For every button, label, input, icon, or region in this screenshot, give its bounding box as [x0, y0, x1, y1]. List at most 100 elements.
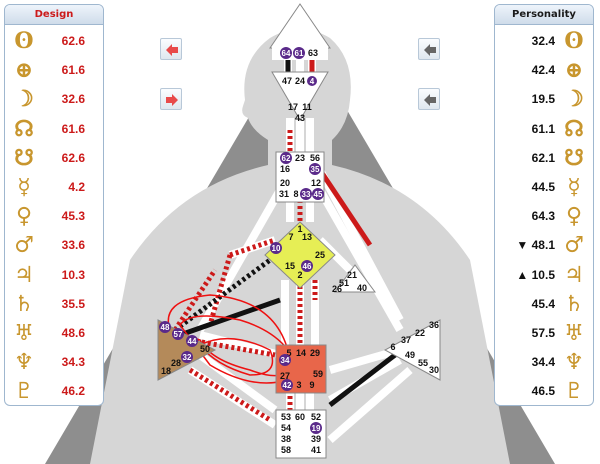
svg-text:11: 11 — [302, 102, 312, 112]
uranus-icon: ♅ — [14, 320, 34, 346]
personality-top-arrow-button[interactable] — [418, 38, 440, 60]
svg-text:27: 27 — [280, 371, 290, 381]
earth-icon: ⊕ — [14, 57, 34, 84]
personality-row-south-node: ☋62.1 — [495, 144, 593, 172]
mercury-icon: ☿ — [567, 174, 581, 200]
earth-icon: ⊕ — [564, 57, 584, 84]
svg-text:42: 42 — [283, 381, 292, 390]
design-value: 45.3 — [61, 209, 85, 224]
design-row-north-node: ☊61.6 — [5, 115, 103, 143]
design-row-south-node: ☋ 62.6 — [5, 144, 103, 172]
svg-text:15: 15 — [285, 261, 295, 271]
design-row-venus: ♀ 45.3 — [5, 202, 103, 230]
design-value: 61.6 — [61, 121, 85, 136]
design-bottom-arrow-button[interactable] — [160, 88, 182, 110]
design-value: 46.2 — [61, 384, 85, 399]
svg-text:16: 16 — [280, 164, 290, 174]
svg-text:46: 46 — [303, 262, 312, 271]
svg-text:20: 20 — [280, 178, 290, 188]
svg-text:26: 26 — [332, 284, 342, 294]
sacral-center — [275, 344, 327, 394]
svg-text:58: 58 — [281, 445, 291, 455]
personality-value: 32.4 — [531, 34, 555, 48]
south-node-icon: ☋ — [14, 144, 34, 171]
svg-text:63: 63 — [308, 48, 318, 58]
personality-value: 45.4 — [531, 296, 555, 311]
personality-value: 19.5 — [531, 92, 555, 107]
saturn-icon: ♄ — [14, 290, 34, 317]
sun-icon: ʘ — [14, 28, 34, 54]
svg-text:29: 29 — [310, 348, 320, 358]
svg-text:55: 55 — [418, 358, 428, 368]
svg-text:38: 38 — [281, 434, 291, 444]
design-top-arrow-button[interactable] — [160, 38, 182, 60]
personality-row-saturn: ♄ 45.4 — [495, 290, 593, 318]
mars-icon: ♂ — [564, 232, 584, 259]
svg-text:13: 13 — [302, 232, 312, 242]
svg-text:10: 10 — [272, 244, 281, 253]
svg-text:44: 44 — [188, 337, 197, 346]
personality-value: ▼ 48.1 — [516, 238, 555, 253]
personality-row-sun: ʘ 32.4 — [495, 27, 593, 55]
design-value: 32.6 — [61, 92, 85, 107]
svg-text:62: 62 — [282, 154, 291, 163]
svg-text:52: 52 — [311, 412, 321, 422]
design-row-mars: ♂33.6 — [5, 231, 103, 259]
personality-row-earth: ⊕ 42.4 — [495, 56, 593, 84]
svg-text:22: 22 — [415, 328, 425, 338]
svg-text:53: 53 — [281, 412, 291, 422]
svg-text:9: 9 — [309, 380, 314, 390]
svg-text:5: 5 — [286, 348, 291, 358]
design-row-pluto: ♇ 46.2 — [5, 377, 103, 405]
neptune-icon: ♆ — [564, 349, 584, 376]
personality-value: 34.4 — [531, 355, 555, 370]
svg-text:6: 6 — [390, 342, 395, 352]
svg-text:45: 45 — [314, 190, 323, 199]
design-value: 4.2 — [68, 180, 85, 194]
design-value: 34.3 — [61, 355, 85, 370]
personality-row-venus: ♀64.3 — [495, 202, 593, 230]
svg-text:54: 54 — [281, 423, 291, 433]
svg-text:56: 56 — [310, 153, 320, 163]
pluto-icon: ♇ — [14, 378, 34, 405]
svg-text:3: 3 — [296, 380, 301, 390]
moon-icon: ☽ — [564, 86, 584, 113]
gate-labels: 64 61 63 47 24 4 17 11 43 62 23 56 16 35… — [159, 47, 439, 455]
neptune-icon: ♆ — [14, 349, 34, 376]
head-center — [269, 3, 331, 49]
design-title: Design — [5, 5, 103, 25]
design-value: 62.6 — [61, 150, 85, 165]
personality-bottom-arrow-button[interactable] — [418, 88, 440, 110]
design-row-saturn: ♄ 35.5 — [5, 290, 103, 318]
design-value: 35.5 — [61, 296, 85, 311]
svg-text:50: 50 — [200, 344, 210, 354]
svg-text:31: 31 — [279, 189, 289, 199]
svg-text:40: 40 — [357, 283, 367, 293]
personality-value: 42.4 — [531, 63, 555, 78]
svg-text:2: 2 — [297, 270, 302, 280]
svg-text:59: 59 — [313, 369, 323, 379]
design-row-mercury: ☿4.2 — [5, 173, 103, 201]
design-value: 10.3 — [61, 267, 85, 282]
left-arrow-icon — [166, 44, 178, 56]
design-row-jupiter: ♃10.3 — [5, 261, 103, 289]
svg-text:34: 34 — [281, 356, 290, 365]
svg-text:30: 30 — [429, 365, 439, 375]
left-arrow-icon — [424, 44, 436, 56]
personality-row-pluto: ♇46.5 — [495, 377, 593, 405]
svg-text:14: 14 — [296, 348, 306, 358]
svg-text:8: 8 — [293, 189, 298, 199]
svg-text:47: 47 — [282, 76, 292, 86]
venus-icon: ♀ — [15, 203, 33, 230]
saturn-icon: ♄ — [564, 290, 584, 317]
south-node-icon: ☋ — [564, 144, 584, 171]
svg-text:48: 48 — [161, 323, 170, 332]
root-center — [275, 409, 327, 459]
design-value: 48.6 — [61, 326, 85, 340]
sun-icon: ʘ — [564, 28, 584, 54]
svg-text:36: 36 — [429, 320, 439, 330]
